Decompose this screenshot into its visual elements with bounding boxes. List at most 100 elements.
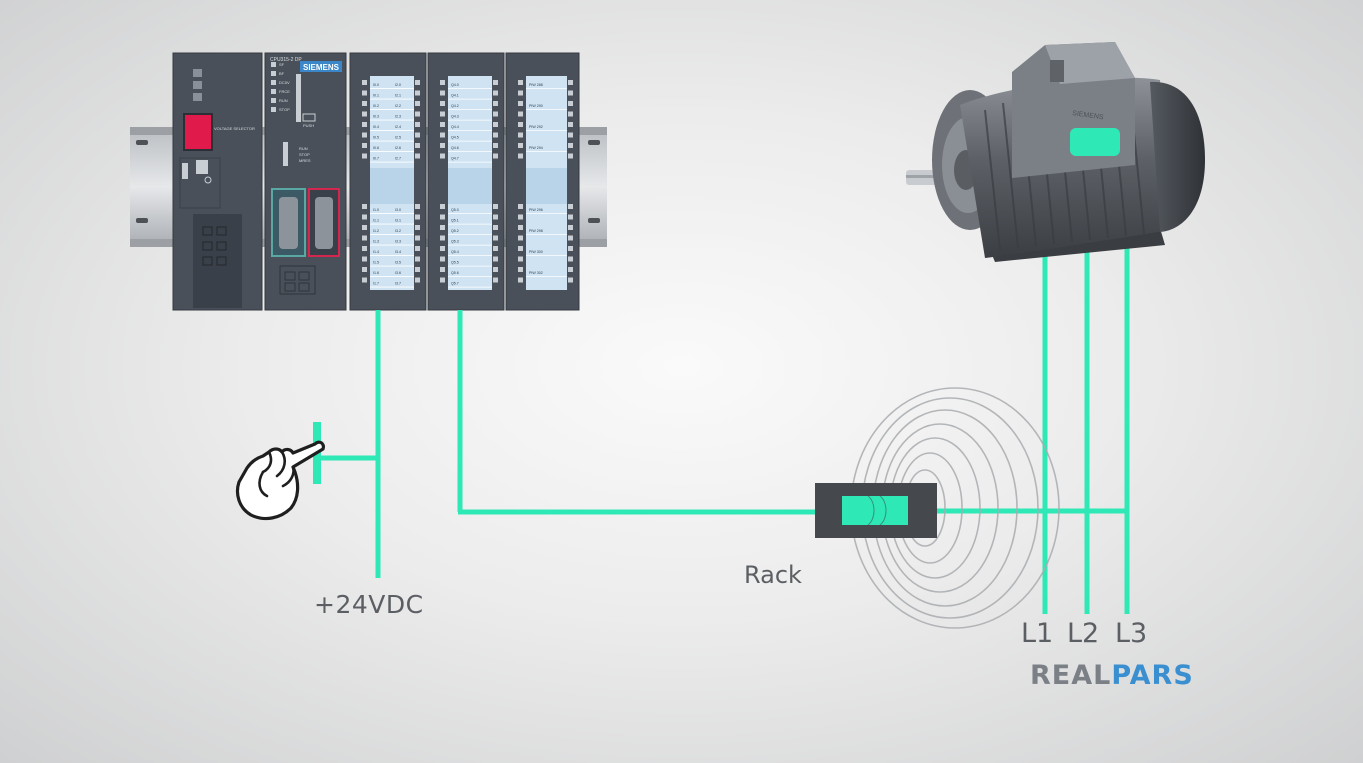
cpu-led — [271, 80, 276, 85]
io-address-label: I2.3 — [395, 115, 401, 119]
io-address-label: I1.7 — [373, 282, 379, 286]
cpu-led-label: SF — [279, 62, 285, 67]
mode-switch-label: STOP — [299, 152, 310, 157]
io-address-label: I3.6 — [395, 271, 401, 275]
cpu-push-label: PUSH — [303, 123, 314, 128]
io-address-label: PIW 294 — [529, 146, 543, 150]
io-address-label: I1.0 — [373, 208, 379, 212]
io-address-label: I2.2 — [395, 104, 401, 108]
io-address-label: Q4.6 — [451, 146, 459, 150]
io-address-label: I3.2 — [395, 229, 401, 233]
cpu-led — [271, 62, 276, 67]
phase-l2-label: L2 — [1067, 618, 1100, 649]
io-address-label: I2.5 — [395, 136, 401, 140]
io-address-label: I0.2 — [373, 104, 379, 108]
io-address-label: I0.4 — [373, 125, 379, 129]
io-address-label: I1.4 — [373, 250, 379, 254]
io-address-label: Q5.2 — [451, 229, 459, 233]
io-address-label: I3.4 — [395, 250, 401, 254]
io-address-label: PIW 298 — [529, 229, 543, 233]
io-modules: I0.0I0.1I0.2I0.3I0.4I0.5I0.6I0.7 I2.0I2.1… — [349, 52, 580, 311]
io-address-label: Q4.1 — [451, 94, 459, 98]
cpu-led-label: BF — [279, 71, 285, 76]
io-address-label: Q5.1 — [451, 219, 459, 223]
mode-switch-label: MRES — [299, 158, 311, 163]
cpu-brand: SIEMENS — [303, 63, 340, 72]
wiring — [318, 232, 1130, 614]
cpu-led — [271, 98, 276, 103]
cpu-led-label: FRCE — [279, 89, 290, 94]
power-icon — [204, 176, 212, 184]
phase-l3-label: L3 — [1115, 618, 1148, 649]
io-address-label: Q5.5 — [451, 261, 459, 265]
io-address-label: I2.4 — [395, 125, 401, 129]
plc-assembly: VOLTAGE SELECTOR CPU315-2 DP SIEMENS SF B… — [130, 52, 607, 311]
io-address-label: Q5.0 — [451, 208, 459, 212]
io-address-label: Q4.4 — [451, 125, 459, 129]
io-address-label: I1.3 — [373, 240, 379, 244]
io-address-label: I0.1 — [373, 94, 379, 98]
io-address-label: PIW 302 — [529, 271, 543, 275]
motor-indicator — [1070, 128, 1120, 156]
io-address-label: I0.5 — [373, 136, 379, 140]
io-address-label: PIW 296 — [529, 208, 543, 212]
io-address-label: I3.7 — [395, 282, 401, 286]
mode-switch-label: RUN — [299, 146, 308, 151]
cpu-led — [271, 71, 276, 76]
io-address-label: I0.3 — [373, 115, 379, 119]
motor-brand: SIEMENS — [1072, 110, 1105, 121]
io-address-label: I0.7 — [373, 157, 379, 161]
io-address-label: Q5.4 — [451, 250, 459, 254]
supply-voltage-label: +24VDC — [314, 590, 424, 619]
io-address-label: I0.0 — [373, 83, 379, 87]
power-supply-module: VOLTAGE SELECTOR — [172, 52, 263, 311]
io-address-label: I1.5 — [373, 261, 379, 265]
io-address-label: I2.1 — [395, 94, 401, 98]
logo-part-pars: PARS — [1111, 660, 1194, 691]
contactor-icon[interactable] — [815, 483, 937, 538]
cpu-led — [271, 107, 276, 112]
io-address-label: PIW 300 — [529, 250, 543, 254]
io-address-label: Q4.3 — [451, 115, 459, 119]
cpu-module: CPU315-2 DP SIEMENS SFBFDC5VFRCERUNSTOP … — [264, 52, 347, 311]
logo-part-real: REAL — [1030, 660, 1112, 691]
cpu-led-label: RUN — [279, 98, 288, 103]
io-address-label: PIW 288 — [529, 83, 543, 87]
io-address-label: Q5.3 — [451, 240, 459, 244]
io-address-label: Q4.7 — [451, 157, 459, 161]
cpu-model: CPU315-2 DP — [270, 57, 302, 63]
io-address-label: I3.3 — [395, 240, 401, 244]
digital-output-module: Q4.0Q4.1Q4.2Q4.3Q4.4Q4.5Q4.6Q4.7Q5.0Q5.1… — [427, 52, 505, 311]
phase-l1-label: L1 — [1021, 618, 1054, 649]
cpu-led-label: STOP — [279, 107, 290, 112]
io-address-label: I3.0 — [395, 208, 401, 212]
cpu-led — [271, 89, 276, 94]
io-address-label: I1.1 — [373, 219, 379, 223]
cpu-status-leds: SF BF DC5V FRCE RUN STOP — [271, 62, 290, 112]
rack-label: Rack — [744, 561, 802, 589]
motor: SIEMENS — [906, 42, 1205, 262]
io-address-label: Q4.2 — [451, 104, 459, 108]
io-address-label: I2.7 — [395, 157, 401, 161]
io-address-label: PIW 290 — [529, 104, 543, 108]
io-address-label: Q5.6 — [451, 271, 459, 275]
cpu-led-label: DC5V — [279, 80, 290, 85]
io-address-label: I1.6 — [373, 271, 379, 275]
io-address-label: I3.1 — [395, 219, 401, 223]
io-address-label: I2.6 — [395, 146, 401, 150]
realpars-logo: REALPARS — [1030, 660, 1194, 691]
io-address-label: I2.0 — [395, 83, 401, 87]
digital-input-module: I0.0I0.1I0.2I0.3I0.4I0.5I0.6I0.7 I2.0I2.1… — [349, 52, 427, 311]
io-address-label: Q4.0 — [451, 83, 459, 87]
io-address-label: Q4.5 — [451, 136, 459, 140]
io-address-label: I3.5 — [395, 261, 401, 265]
io-address-label: Q5.7 — [451, 282, 459, 286]
io-address-label: I1.2 — [373, 229, 379, 233]
io-address-label: I0.6 — [373, 146, 379, 150]
psu-label: VOLTAGE SELECTOR — [214, 126, 255, 131]
hand-pointer-icon — [235, 440, 325, 521]
io-address-label: PIW 292 — [529, 125, 543, 129]
